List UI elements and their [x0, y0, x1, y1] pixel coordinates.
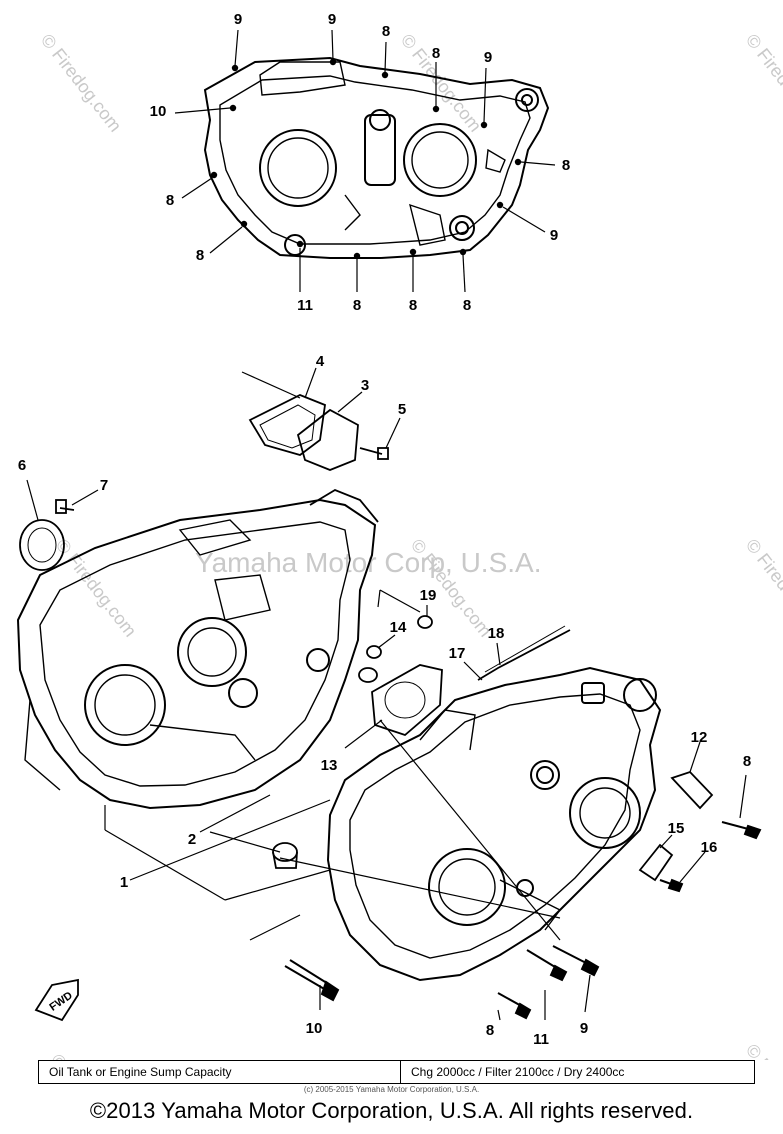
- part-callout-8: 8: [432, 45, 440, 62]
- cover-part-3: [296, 408, 359, 471]
- part-callout-14: 14: [390, 619, 407, 636]
- seal-plate-part-6: [19, 519, 65, 571]
- part-callout-13: 13: [321, 757, 338, 774]
- tube-part-18: [477, 629, 571, 681]
- part-callout-18: 18: [488, 625, 505, 642]
- gasket-part-4: [248, 394, 326, 456]
- part-callout-8: 8: [463, 297, 471, 314]
- plug-part-14: [366, 645, 382, 659]
- capacity-label: Oil Tank or Engine Sump Capacity: [39, 1061, 401, 1083]
- watermark-corp: Yamaha Motor Corp, U.S.A.: [195, 547, 542, 578]
- part-callout-8: 8: [196, 247, 204, 264]
- left-crankcase-half: [16, 488, 379, 810]
- part-callout-10: 10: [150, 103, 167, 120]
- left-half-dowel-pins: [272, 667, 378, 869]
- watermark-site: © Firedog.com: [742, 1040, 783, 1060]
- plate-part-15: [638, 843, 674, 882]
- small-copyright-line: (c) 2005-2015 Yamaha Motor Corporation, …: [303, 1085, 480, 1094]
- bottom-leader-lines: [26, 367, 747, 1021]
- part-callout-8: 8: [486, 1022, 494, 1039]
- watermark-site: © Firedog.com: [742, 535, 783, 641]
- part-callout-10: 10: [306, 1020, 323, 1037]
- part-callout-11: 11: [297, 297, 313, 314]
- capacity-value: Chg 2000cc / Filter 2100cc / Dry 2400cc: [411, 1065, 625, 1079]
- watermark-layer: © Firedog.com © Firedog.com © Firedog.co…: [37, 30, 783, 1060]
- top-leader-lines: [174, 29, 556, 293]
- part-callout-1: 1: [120, 874, 128, 891]
- right-crankcase-half: [326, 666, 662, 982]
- part-callout-9: 9: [550, 227, 558, 244]
- part-callout-4: 4: [316, 353, 325, 370]
- nut-part-19: [417, 615, 433, 629]
- part-callout-9: 9: [234, 11, 242, 28]
- part-callout-8: 8: [166, 192, 174, 209]
- part-callout-9: 9: [580, 1020, 588, 1037]
- capacity-table: Oil Tank or Engine Sump Capacity Chg 200…: [38, 1060, 755, 1084]
- exploded-parts-diagram: © Firedog.com © Firedog.com © Firedog.co…: [16, 11, 783, 1060]
- watermark-site: © Firedog.com: [47, 1050, 136, 1060]
- part-callout-15: 15: [668, 820, 685, 837]
- part-callout-9: 9: [484, 49, 492, 66]
- part-callout-9: 9: [328, 11, 336, 28]
- part-callout-17: 17: [449, 645, 466, 662]
- cover-gaskets: [19, 394, 714, 882]
- part-callout-5: 5: [398, 401, 406, 418]
- top-bolt-holes: [210, 58, 522, 260]
- part-callout-8: 8: [562, 157, 570, 174]
- long-bolts: [284, 821, 762, 1020]
- part-callout-8: 8: [353, 297, 361, 314]
- part-callout-12: 12: [691, 729, 708, 746]
- footer-copyright: ©2013 Yamaha Motor Corporation, U.S.A. A…: [89, 1098, 694, 1123]
- watermark-site: © Firedog.com: [37, 30, 126, 136]
- crankcase-face-view: [203, 56, 550, 259]
- part-callout-19: 19: [420, 587, 437, 604]
- part-callout-8: 8: [743, 753, 751, 770]
- fwd-direction-marker: FWD: [34, 978, 79, 1022]
- part-callout-8: 8: [409, 297, 417, 314]
- part-callout-7: 7: [100, 477, 108, 494]
- part-callout-2: 2: [188, 831, 196, 848]
- part-callout-11: 11: [533, 1031, 549, 1048]
- part-callout-8: 8: [382, 23, 390, 40]
- part-callout-6: 6: [18, 457, 26, 474]
- bracket-part-12: [670, 770, 714, 810]
- watermark-site: © Firedog.com: [742, 30, 783, 136]
- part-callout-16: 16: [701, 839, 718, 856]
- part-callout-3: 3: [361, 377, 369, 394]
